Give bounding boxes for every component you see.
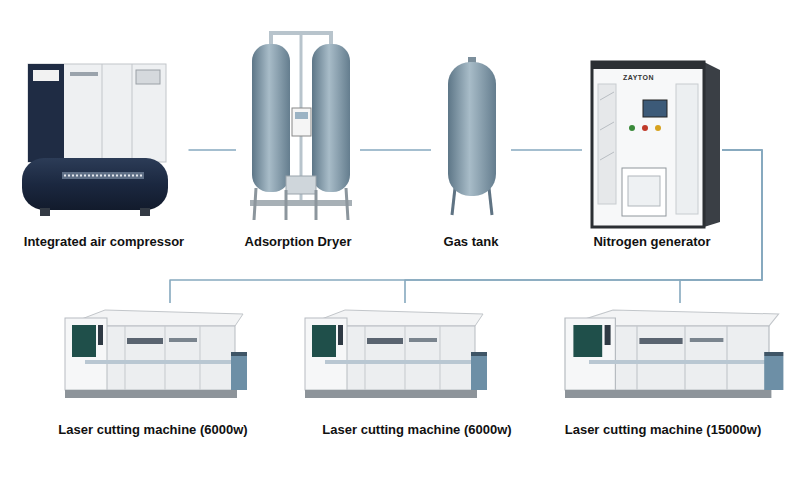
- equipment-node: Adsorption Dryer: [236, 55, 360, 250]
- gas-pipe: [189, 149, 237, 151]
- equipment-node: Laser cutting machine (6000w): [317, 303, 517, 438]
- equipment-label: Nitrogen generator: [582, 234, 722, 250]
- equipment-label: Gas tank: [431, 234, 511, 250]
- brand-text: ZAYTON: [623, 74, 654, 82]
- equipment-node: Laser cutting machine (6000w): [53, 303, 253, 438]
- air-compressor-drawing: [22, 64, 168, 216]
- equipment-label: Laser cutting machine (15000w): [556, 422, 771, 438]
- adsorption-dryer-drawing: [250, 33, 352, 220]
- equipment-label: Integrated air compressor: [20, 234, 189, 250]
- equipment-label: Adsorption Dryer: [236, 234, 360, 250]
- gas-pipe: [360, 149, 431, 151]
- equipment-node: Nitrogen generator: [582, 55, 722, 250]
- equipment-label: Laser cutting machine (6000w): [317, 422, 517, 438]
- equipment-node: Integrated air compressor: [20, 55, 189, 250]
- equipment-node: Gas tank: [431, 55, 511, 250]
- equipment-node: Laser cutting machine (15000w): [556, 303, 771, 438]
- nitrogen-generator-drawing: [592, 62, 720, 227]
- equipment-label: Laser cutting machine (6000w): [53, 422, 253, 438]
- gas-pipe: [511, 149, 582, 151]
- gas-tank-drawing: [448, 57, 496, 215]
